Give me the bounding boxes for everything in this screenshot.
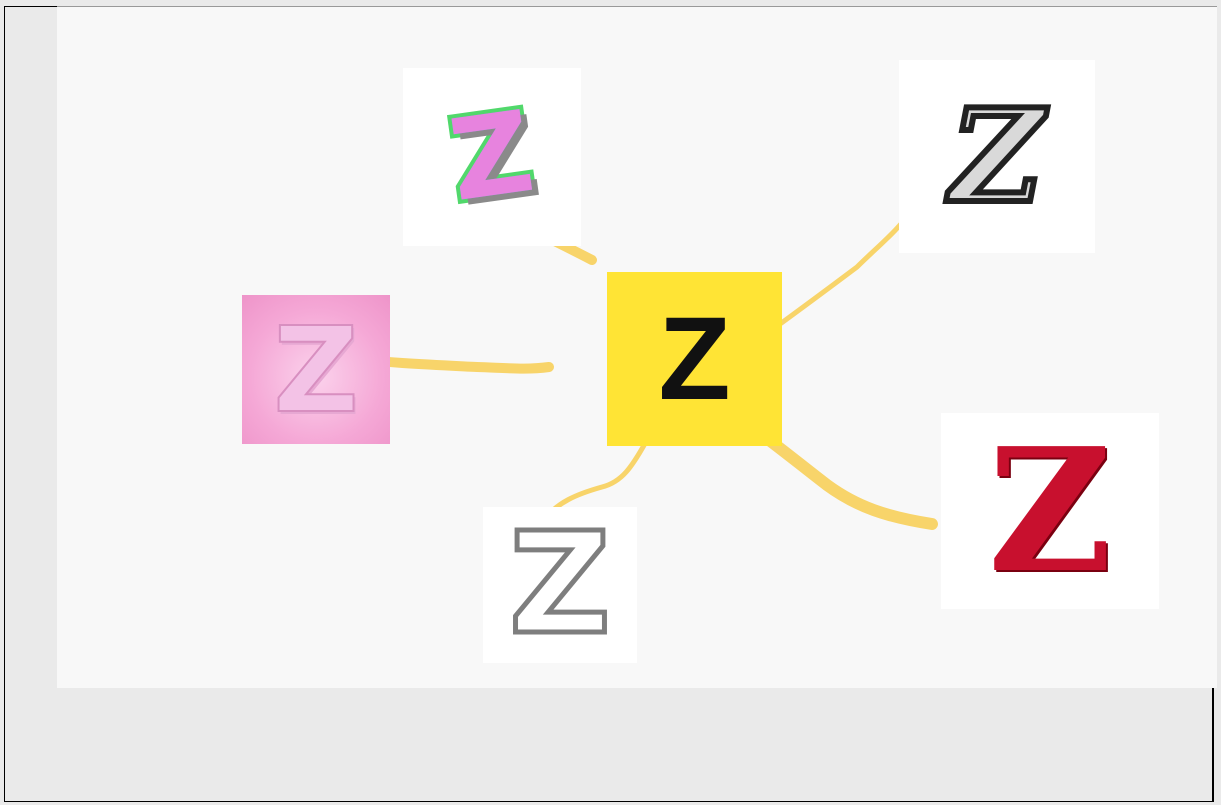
- tile-pink-z: Z: [242, 295, 390, 444]
- center-node: Z: [607, 272, 782, 446]
- frame-border-bottom: [4, 801, 1214, 802]
- pink-bubble-z-image: Z: [273, 311, 359, 429]
- tile-colorful-z: Z: [403, 68, 581, 246]
- diagram-canvas: Z Z Z Z Z Z: [57, 7, 1217, 688]
- center-letter: Z: [658, 300, 730, 418]
- frame-border-left: [4, 6, 5, 802]
- tile-chrome-z: Z: [483, 507, 637, 663]
- red-roses-z-image: Z: [988, 426, 1112, 596]
- chrome-outline-z-image: Z: [509, 515, 611, 655]
- tile-rose-z: Z: [941, 413, 1159, 609]
- frame-border-right: [1212, 688, 1214, 802]
- frame-border-top: [4, 6, 57, 7]
- tile-ornate-z: Z: [899, 60, 1095, 253]
- ornate-silver-z-image: Z: [950, 93, 1043, 221]
- colorful-z-image: Z: [444, 96, 540, 218]
